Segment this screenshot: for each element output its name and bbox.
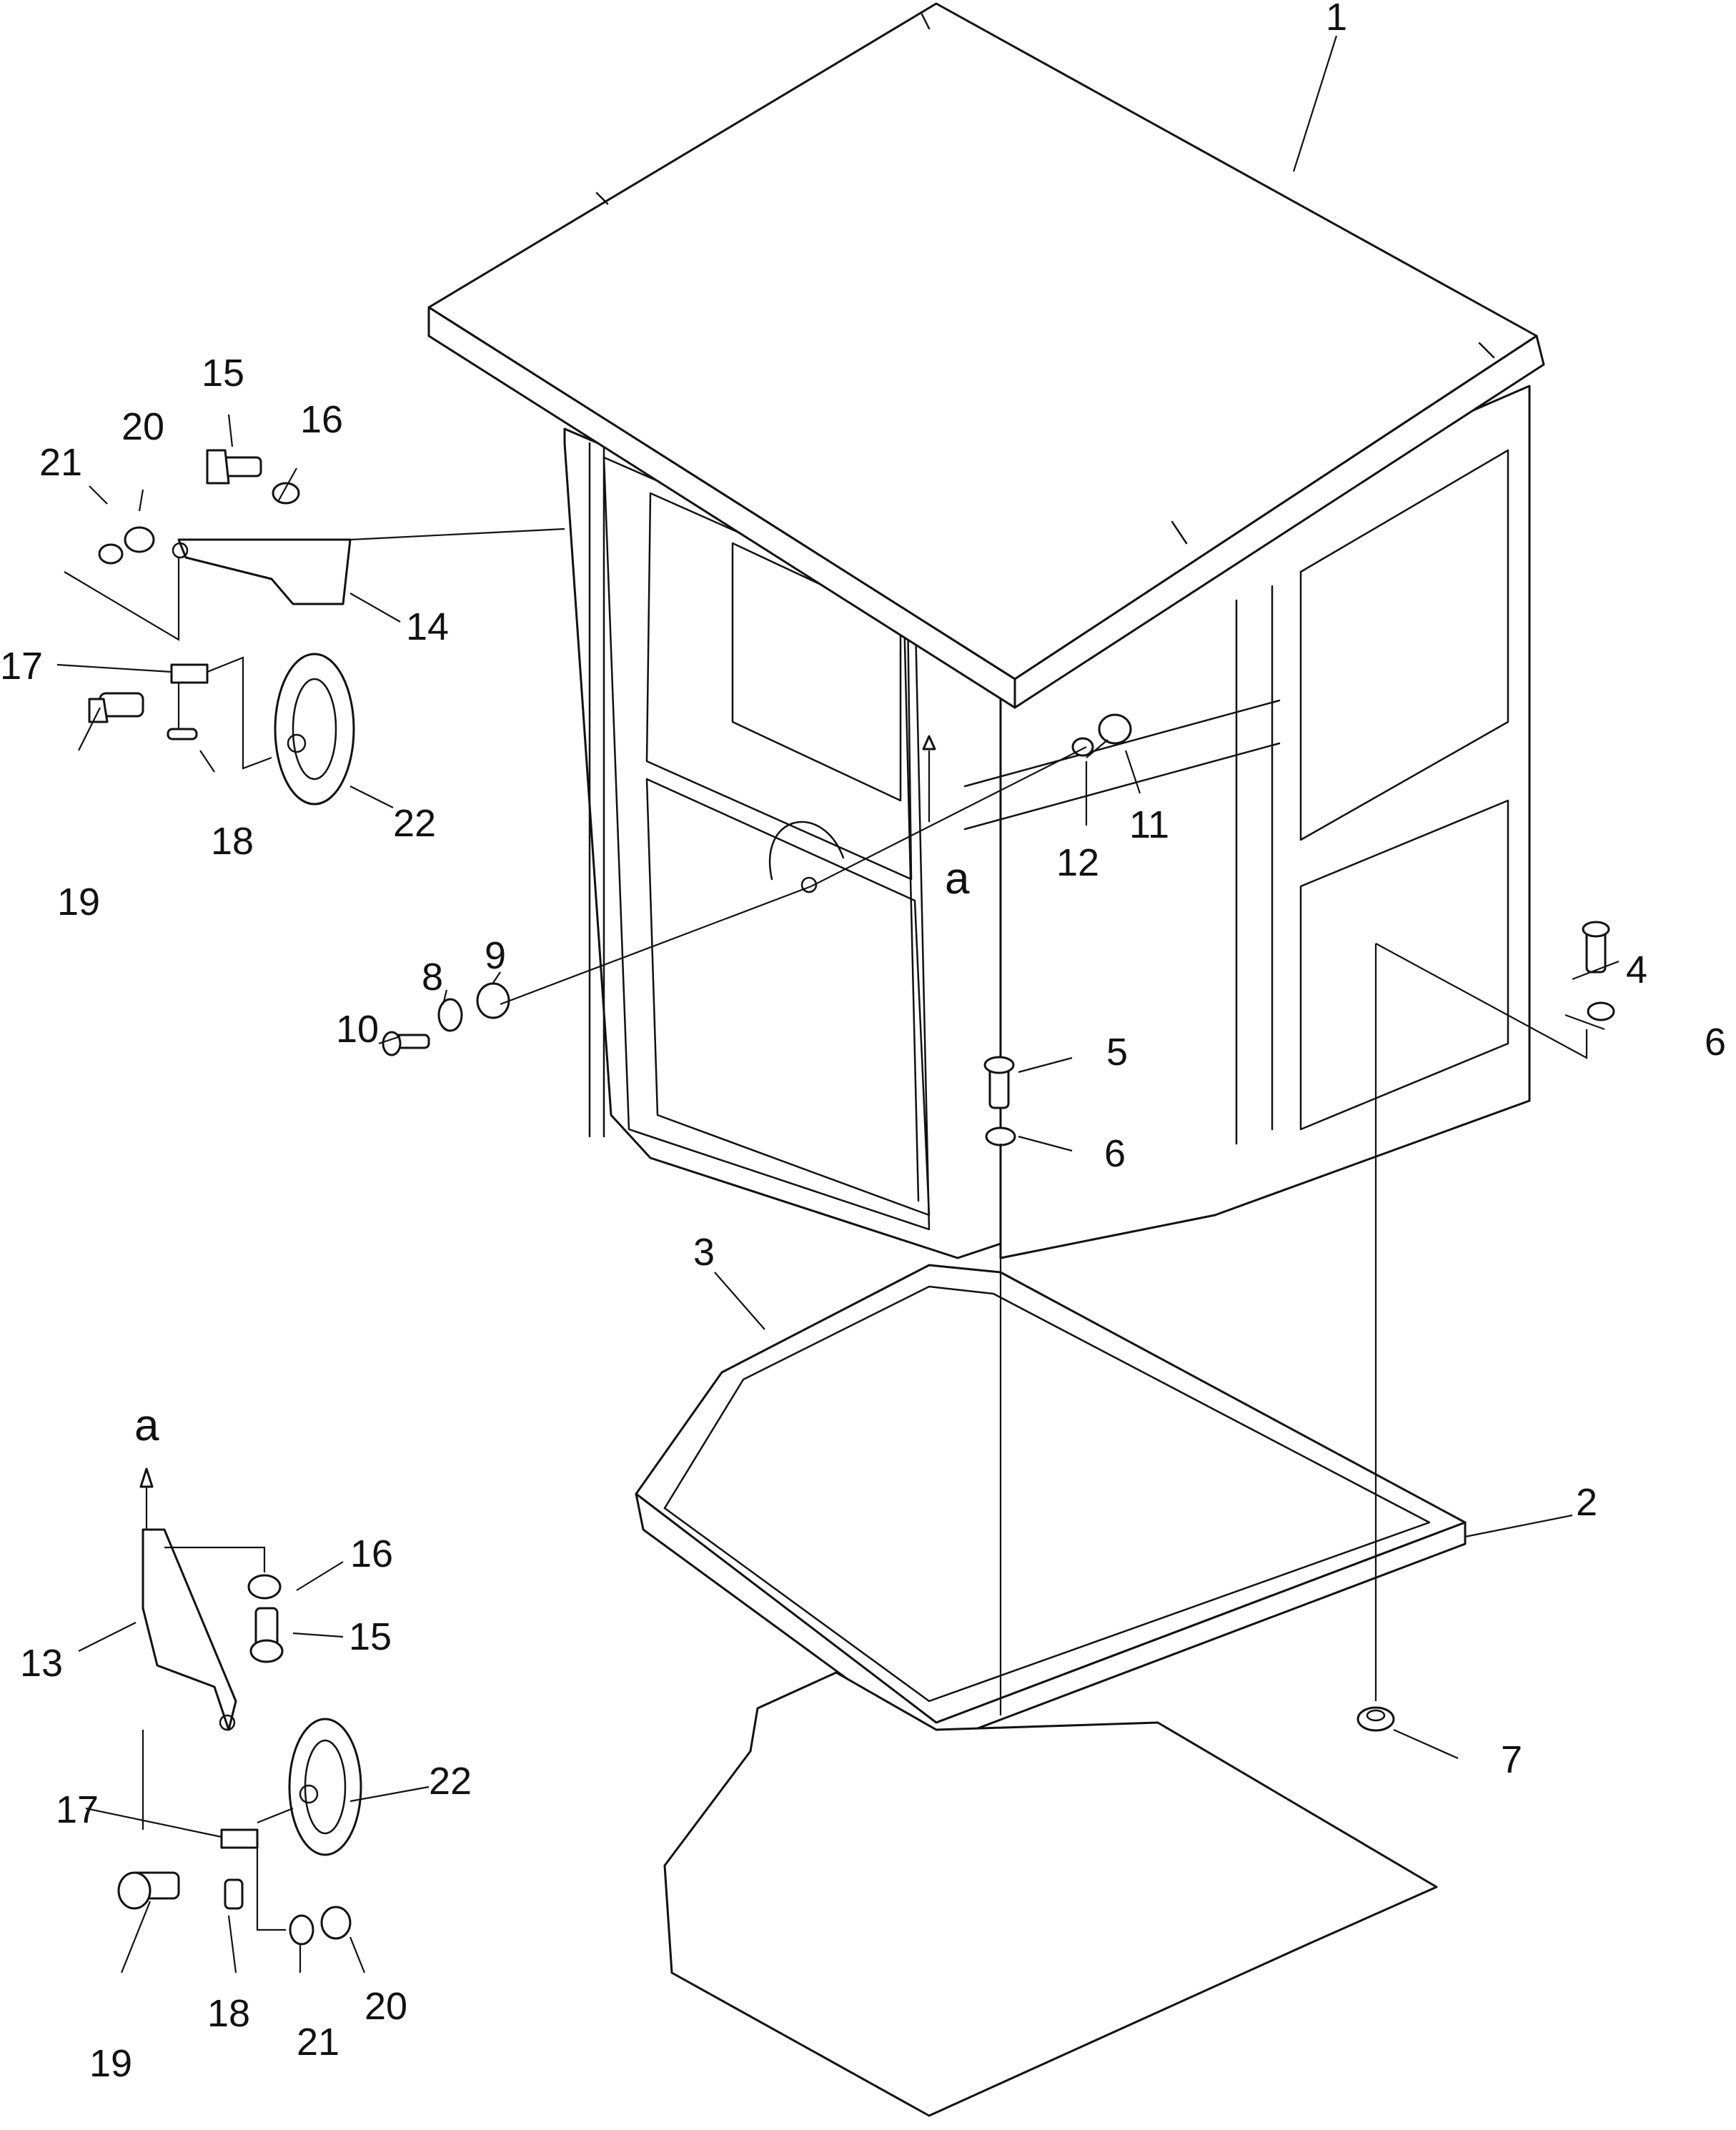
callout-12: 12 bbox=[1056, 841, 1099, 884]
leader-lines bbox=[56, 35, 1620, 1973]
bolt-19-upper bbox=[88, 692, 144, 723]
washer-21-upper bbox=[98, 543, 124, 565]
callout-6-right: 6 bbox=[1705, 1021, 1726, 1064]
callout-7: 7 bbox=[1501, 1738, 1522, 1781]
mirror-bracket-upper bbox=[172, 538, 352, 605]
callout-5: 5 bbox=[1106, 1031, 1128, 1074]
callout-15-upper: 15 bbox=[202, 352, 244, 395]
nut-7 bbox=[1356, 1706, 1395, 1732]
callout-21-upper: 21 bbox=[39, 441, 82, 484]
callout-19-upper: 19 bbox=[57, 881, 100, 923]
mirror-22-lower bbox=[288, 1718, 362, 1856]
nut-20-lower bbox=[320, 1906, 352, 1940]
callout-13: 13 bbox=[20, 1642, 63, 1685]
callout-16-upper: 16 bbox=[300, 398, 343, 441]
bolt-upper bbox=[206, 449, 262, 485]
callout-18-lower: 18 bbox=[207, 1992, 250, 2035]
callout-14: 14 bbox=[406, 605, 449, 648]
callout-15-lower: 15 bbox=[349, 1615, 392, 1658]
clip-17-lower bbox=[220, 1828, 259, 1849]
floor-frame-lower bbox=[635, 1492, 1467, 1745]
callout-17-lower: 17 bbox=[56, 1788, 99, 1831]
washer-8 bbox=[437, 998, 463, 1032]
washer-16-lower bbox=[247, 1574, 282, 1600]
callout-18-upper: 18 bbox=[211, 820, 254, 863]
callout-22-lower: 22 bbox=[429, 1760, 472, 1803]
washer-21-lower bbox=[289, 1914, 314, 1946]
callout-16-lower: 16 bbox=[350, 1532, 393, 1575]
callout-20-lower: 20 bbox=[364, 1985, 407, 2028]
mirror-bracket-lower bbox=[142, 1528, 237, 1731]
callout-6-center: 6 bbox=[1104, 1132, 1126, 1175]
reference-mark-a-detail: a bbox=[134, 1401, 159, 1450]
floor-frame bbox=[635, 1264, 1467, 1724]
callout-labels: 1 2 3 4 5 6 6 7 8 9 10 11 12 13 14 15 15… bbox=[0, 0, 1726, 2085]
bolt-19-lower bbox=[117, 1871, 180, 1910]
callout-10: 10 bbox=[336, 1008, 379, 1051]
nut-11 bbox=[1098, 713, 1132, 745]
screw-10 bbox=[382, 1031, 430, 1056]
callout-21-lower: 21 bbox=[297, 2021, 339, 2064]
bolt-5 bbox=[983, 1056, 1015, 1109]
mirror-22-upper bbox=[274, 653, 355, 806]
callout-8: 8 bbox=[422, 956, 443, 999]
callout-2: 2 bbox=[1576, 1481, 1597, 1524]
pin-18-upper bbox=[167, 728, 198, 740]
callout-11: 11 bbox=[1129, 803, 1169, 846]
callout-19-lower: 19 bbox=[89, 2042, 132, 2085]
callout-20-upper: 20 bbox=[121, 405, 164, 448]
callout-9: 9 bbox=[485, 934, 506, 977]
callout-1: 1 bbox=[1326, 0, 1347, 39]
callout-22-upper: 22 bbox=[393, 802, 436, 845]
washer-6-right bbox=[1587, 1001, 1615, 1021]
clip-17-upper bbox=[170, 663, 209, 684]
bolt-4 bbox=[1582, 921, 1610, 974]
nut-20-upper bbox=[124, 526, 155, 553]
reference-mark-a-cab: a bbox=[945, 854, 970, 903]
washer-6-center bbox=[985, 1126, 1016, 1146]
cab-roof bbox=[427, 2, 1545, 709]
callout-4: 4 bbox=[1626, 948, 1647, 991]
bolt-15-lower bbox=[249, 1607, 284, 1663]
floor-mat bbox=[663, 1671, 1438, 2117]
washer-9 bbox=[476, 982, 510, 1019]
callout-17-upper: 17 bbox=[0, 645, 43, 688]
pin-18-lower bbox=[224, 1878, 244, 1910]
callout-3: 3 bbox=[693, 1231, 715, 1274]
